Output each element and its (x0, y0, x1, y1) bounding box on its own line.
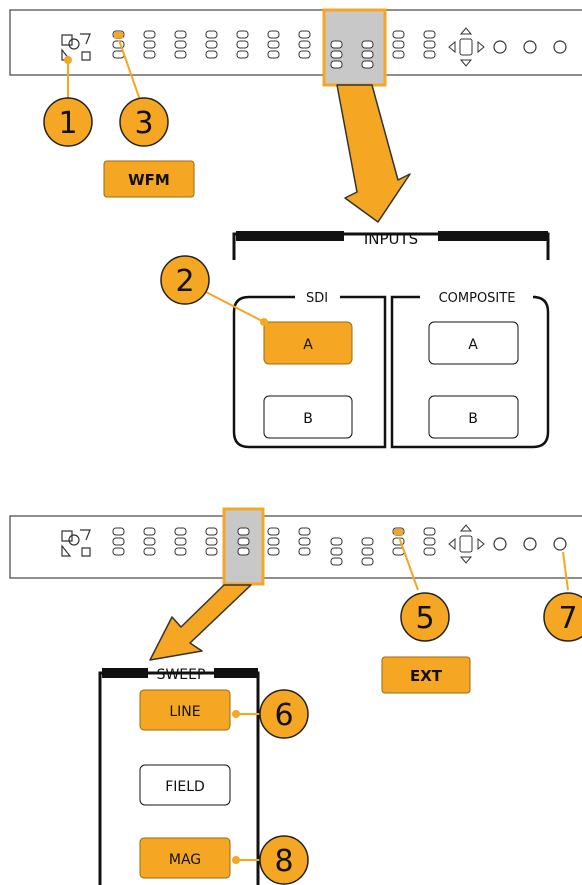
line-button[interactable]: LINE (139, 689, 231, 731)
svg-text:8: 8 (274, 844, 293, 879)
field-button[interactable]: FIELD (139, 764, 231, 806)
arrow-icon (149, 584, 252, 661)
svg-text:EXT: EXT (410, 667, 443, 685)
sdi-title: SDI (306, 291, 328, 306)
knob-icon[interactable] (493, 537, 507, 551)
knob-icon[interactable] (523, 537, 537, 551)
inputs-title: INPUTS (364, 230, 418, 248)
svg-text:B: B (303, 411, 313, 427)
svg-text:WFM: WFM (128, 171, 170, 189)
composite-b-button[interactable]: B (428, 395, 519, 439)
cluster-icon (61, 33, 91, 61)
sdi-b-button[interactable]: B (263, 395, 353, 439)
svg-text:7: 7 (558, 601, 577, 636)
svg-text:LINE: LINE (169, 704, 200, 720)
sdi-a-button[interactable]: A (263, 321, 353, 365)
composite-a-button[interactable]: A (428, 321, 519, 365)
arrow-icon (336, 84, 411, 223)
svg-text:FIELD: FIELD (165, 779, 205, 795)
front-panel-bottom (9, 507, 582, 586)
knob-icon[interactable] (553, 537, 567, 551)
front-panel-top (9, 8, 582, 87)
composite-title: COMPOSITE (439, 291, 516, 306)
cluster-icon (61, 529, 91, 557)
mag-button[interactable]: MAG (139, 837, 231, 879)
knob-icon[interactable] (523, 40, 537, 54)
knob-icon[interactable] (553, 40, 567, 54)
callout-2: 2 (160, 255, 210, 305)
callout-3: 3 (119, 97, 169, 147)
svg-text:2: 2 (175, 264, 194, 299)
svg-text:5: 5 (415, 601, 434, 636)
callout-6: 6 (259, 689, 309, 739)
callout-5: 5 (400, 592, 450, 642)
sweep-highlight (222, 507, 265, 586)
wfm-button[interactable]: WFM (103, 160, 195, 198)
callout-1: 1 (43, 97, 93, 147)
callout-8: 8 (259, 835, 309, 885)
nav-pad-icon (448, 27, 485, 67)
callout-7: 7 (543, 592, 582, 642)
svg-text:6: 6 (274, 698, 293, 733)
svg-text:MAG: MAG (169, 852, 201, 868)
nav-pad-icon (448, 524, 485, 564)
knob-icon[interactable] (493, 40, 507, 54)
svg-text:A: A (468, 337, 478, 353)
svg-text:B: B (468, 411, 478, 427)
svg-text:1: 1 (58, 106, 77, 141)
svg-text:3: 3 (134, 106, 153, 141)
sweep-title: SWEEP (157, 667, 206, 683)
ext-button[interactable]: EXT (381, 656, 471, 694)
svg-text:A: A (303, 337, 313, 353)
sweep-section: SWEEP LINE FIELD MAG (98, 667, 260, 885)
inputs-section: INPUTS SDI COMPOSITE A B A B (232, 230, 550, 449)
